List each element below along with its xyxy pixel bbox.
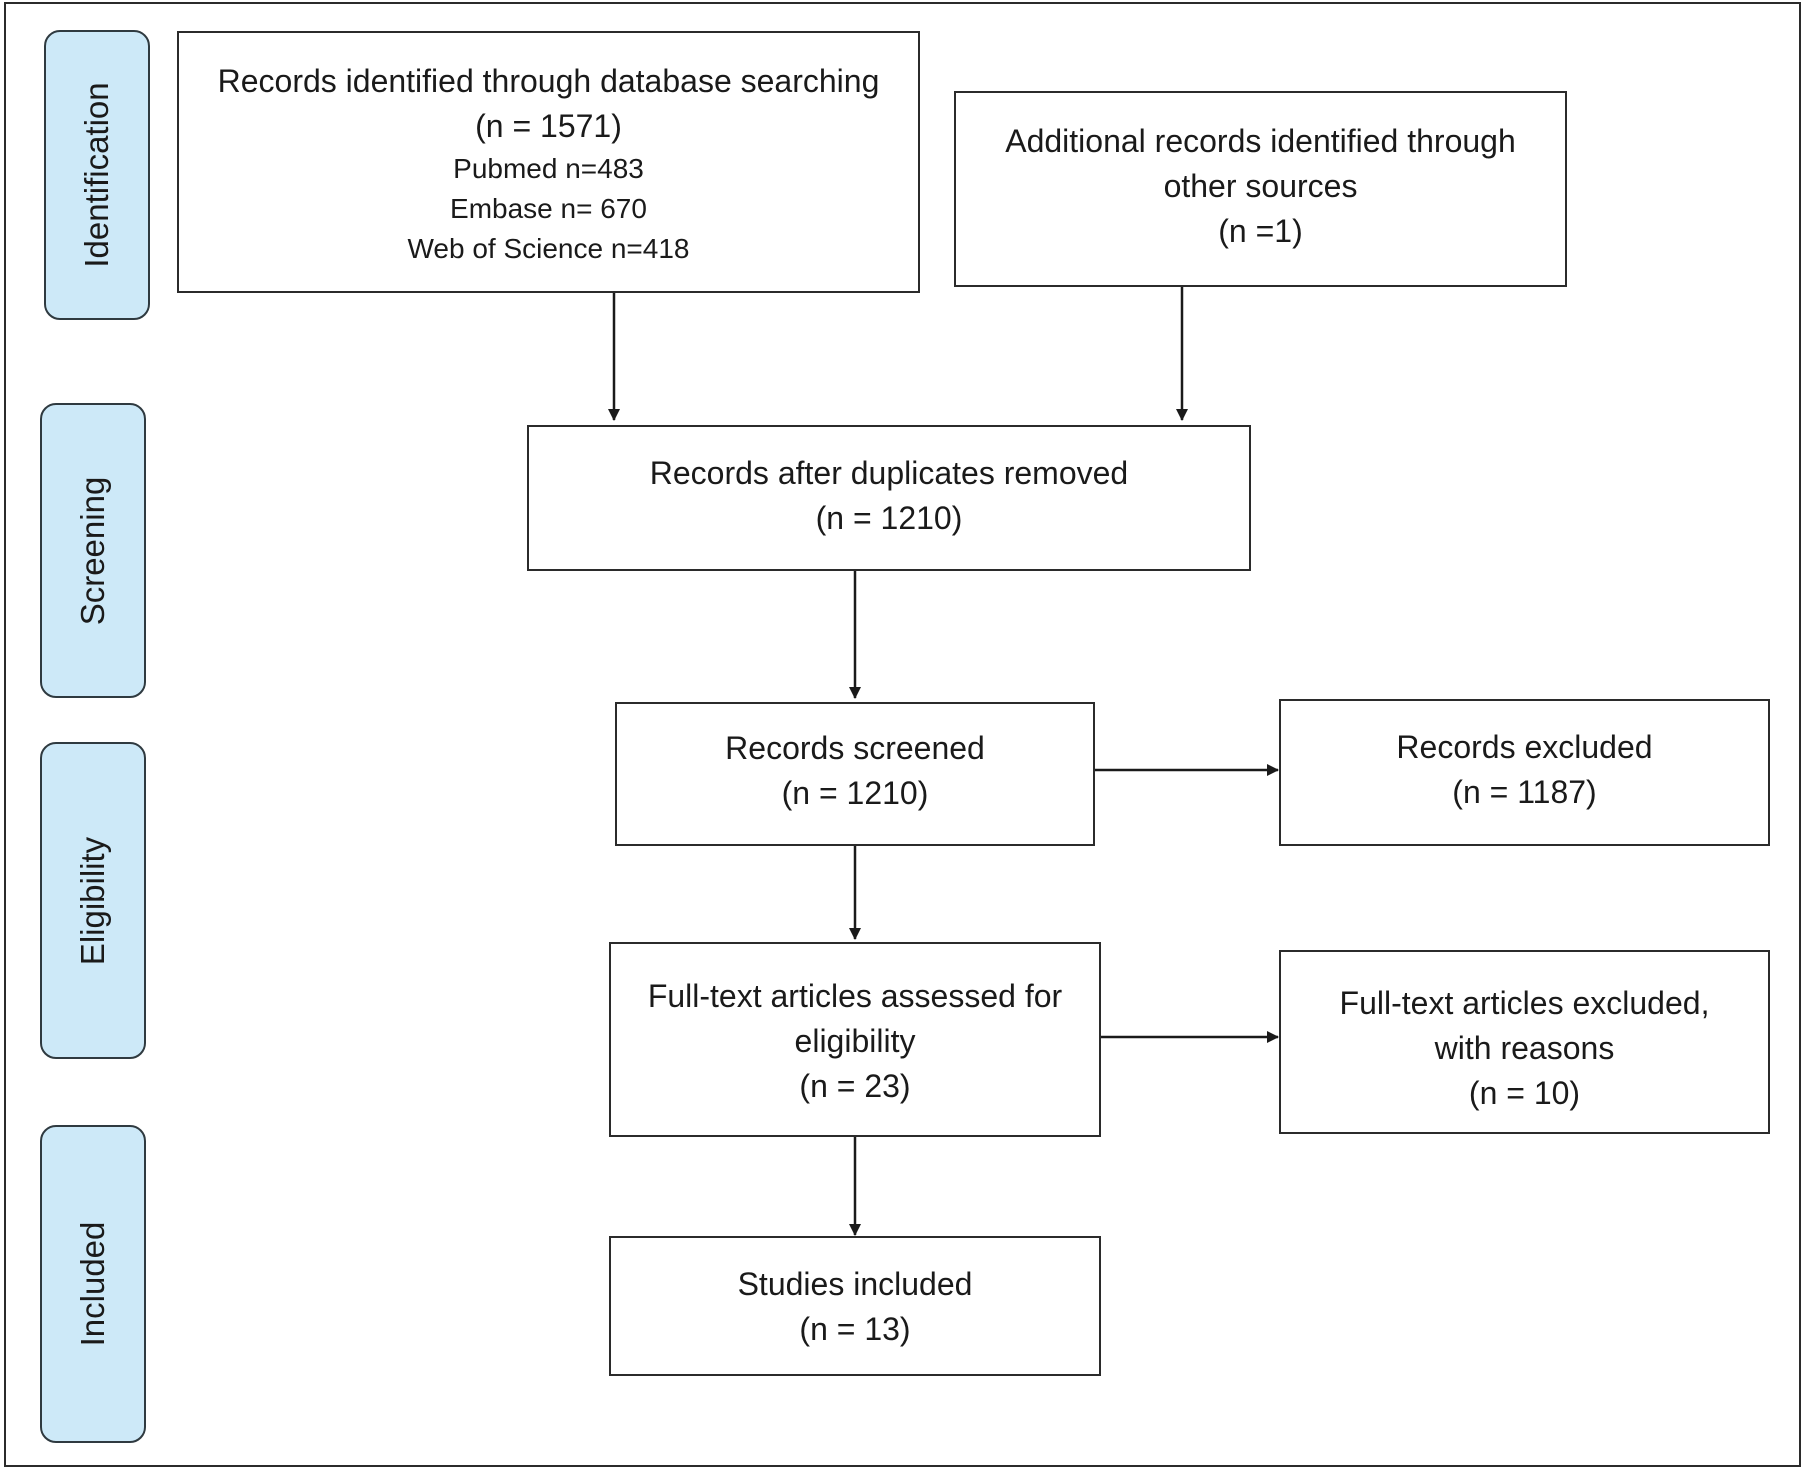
other-sources-line1: Additional records identified through [1005,123,1516,159]
diagram-frame [4,2,1801,1467]
fulltext-assessed-count: (n = 23) [799,1068,911,1104]
box-database-searching: Records identified through database sear… [177,31,920,293]
other-sources-line2: other sources [1163,168,1358,204]
records-screened-title: Records screened [725,730,985,766]
fulltext-excluded-line1: Full-text articles excluded, [1339,985,1710,1021]
studies-included-title: Studies included [737,1266,973,1302]
records-excluded-title: Records excluded [1396,729,1653,765]
phase-included: Included [40,1125,146,1443]
box-records-screened: Records screened (n = 1210) [615,702,1095,846]
database-pubmed: Pubmed n=483 [453,153,644,184]
fulltext-assessed-line2: eligibility [794,1023,916,1059]
duplicates-removed-title: Records after duplicates removed [649,455,1129,491]
box-studies-included: Studies included (n = 13) [609,1236,1101,1376]
database-searching-title: Records identified through database sear… [217,63,880,99]
phase-identification: Identification [44,30,150,320]
box-records-excluded: Records excluded (n = 1187) [1279,699,1770,846]
box-fulltext-excluded: Full-text articles excluded, with reason… [1279,950,1770,1134]
phase-screening: Screening [40,403,146,698]
box-duplicates-removed: Records after duplicates removed (n = 12… [527,425,1251,571]
database-web-of-science: Web of Science n=418 [407,233,690,264]
fulltext-assessed-line1: Full-text articles assessed for [647,978,1063,1014]
duplicates-removed-count: (n = 1210) [815,500,963,536]
records-excluded-count: (n = 1187) [1452,774,1597,810]
other-sources-count: (n =1) [1218,213,1303,249]
fulltext-excluded-line2: with reasons [1434,1030,1615,1066]
box-fulltext-assessed: Full-text articles assessed for eligibil… [609,942,1101,1137]
database-embase: Embase n= 670 [450,193,647,224]
phase-eligibility: Eligibility [40,742,146,1059]
box-other-sources: Additional records identified through ot… [954,91,1567,287]
records-screened-count: (n = 1210) [781,775,929,811]
studies-included-count: (n = 13) [799,1311,911,1347]
fulltext-excluded-count: (n = 10) [1468,1075,1581,1111]
database-searching-count: (n = 1571) [475,108,622,144]
